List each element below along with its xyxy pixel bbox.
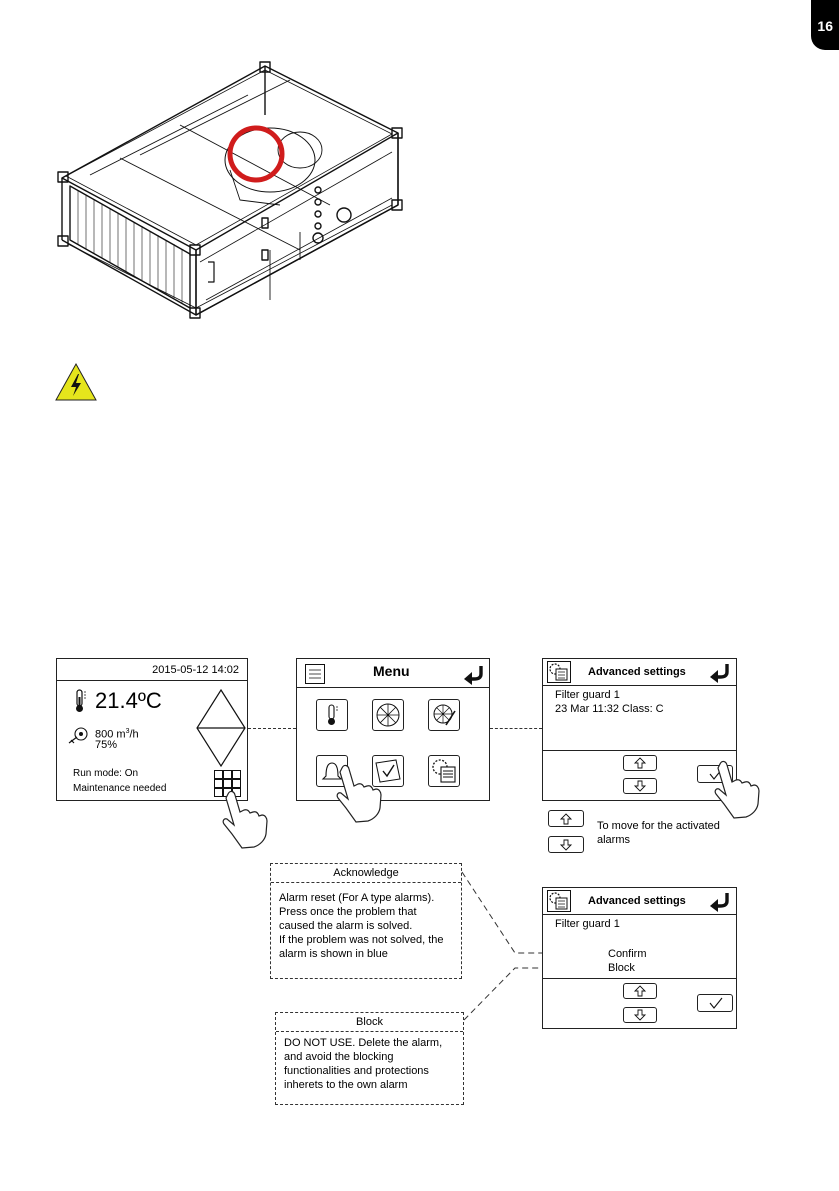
page-number: 16: [817, 18, 833, 34]
arrow-down-icon: [559, 839, 573, 851]
nav-down-button-legend: [548, 836, 584, 853]
acknowledge-line: caused the alarm is solved.: [279, 920, 413, 932]
fan-settings-icon: [433, 704, 456, 726]
block-title: Block: [356, 1016, 383, 1028]
hand-pointer-icon: [222, 790, 268, 849]
page-number-tab: 16: [811, 0, 839, 50]
block-box: Block DO NOT USE. Delete the alarm, and …: [275, 1012, 464, 1105]
menu-tile-checklist[interactable]: [372, 755, 404, 787]
unit-illustration: [57, 61, 403, 319]
scroll-up-button[interactable]: [623, 983, 657, 999]
arrow-up-icon: [633, 757, 647, 769]
alarm-action-title: Advanced settings: [588, 895, 686, 907]
arrow-up-icon: [559, 813, 573, 825]
block-option[interactable]: Block: [608, 962, 635, 974]
thermometer-icon: [328, 704, 338, 725]
back-arrow-icon[interactable]: [463, 665, 485, 685]
hand-pointer-icon: [336, 764, 382, 823]
arrow-up-icon: [633, 985, 647, 997]
status-text: Maintenance needed: [73, 783, 167, 794]
up-down-diamond-icon[interactable]: [196, 688, 246, 768]
acknowledge-line: alarm is shown in blue: [279, 948, 388, 960]
acknowledge-line: Press once the problem that: [279, 906, 417, 918]
block-line: DO NOT USE. Delete the alarm,: [284, 1037, 443, 1049]
acknowledge-title: Acknowledge: [333, 867, 399, 879]
arrow-down-icon: [633, 780, 647, 792]
alarm-name[interactable]: Filter guard 1: [555, 689, 620, 701]
menu-tile-temperature[interactable]: [316, 699, 348, 731]
acknowledge-line: Alarm reset (For A type alarms).: [279, 892, 435, 904]
connector-menu-alarm: [490, 728, 542, 729]
scroll-down-button[interactable]: [623, 1007, 657, 1023]
temperature-value: 21.4ºC: [95, 688, 162, 713]
scroll-down-button[interactable]: [623, 778, 657, 794]
acknowledge-box: Acknowledge Alarm reset (For A type alar…: [270, 863, 462, 979]
block-line: and avoid the blocking: [284, 1051, 394, 1063]
arrow-down-icon: [633, 1009, 647, 1021]
hamburger-icon[interactable]: [305, 664, 325, 684]
fan-wheel-icon: [376, 703, 400, 727]
advanced-settings-icon: [547, 661, 571, 683]
block-line: functionalities and protections: [284, 1065, 429, 1077]
thermometer-icon: [76, 689, 86, 712]
confirm-check-button[interactable]: [697, 994, 733, 1012]
fan-icon: [68, 727, 88, 744]
fan-percent: 75%: [95, 739, 118, 751]
alarm-screen-title: Advanced settings: [588, 666, 686, 678]
alarm-action-name: Filter guard 1: [555, 918, 620, 930]
alarm-screen: Advanced settings Filter guard 1 23 Mar …: [542, 658, 737, 801]
scroll-up-button[interactable]: [623, 755, 657, 771]
menu-screen: Menu: [296, 658, 490, 801]
menu-tile-fan[interactable]: [372, 699, 404, 731]
highlight-circle: [227, 125, 285, 183]
acknowledge-line: If the problem was not solved, the: [279, 934, 444, 946]
menu-grid-icon[interactable]: [214, 770, 242, 798]
run-mode: Run mode: On: [73, 768, 139, 779]
advanced-settings-icon: [547, 890, 571, 912]
checkmark-icon: [709, 997, 723, 1009]
back-arrow-icon[interactable]: [709, 663, 731, 683]
alarm-detail: 23 Mar 11:32 Class: C: [555, 703, 664, 715]
connector-home-menu: [248, 728, 296, 729]
home-screen: 2015-05-12 14:02 21.4ºC 800 m3/h 75% Run…: [56, 658, 248, 801]
alarm-action-screen: Advanced settings Filter guard 1 Confirm…: [542, 887, 737, 1029]
datetime: 2015-05-12 14:02: [152, 664, 239, 676]
navigation-note-line1: To move for the activated: [597, 820, 720, 832]
menu-title: Menu: [373, 663, 410, 679]
airflow-value: 800 m3/h: [95, 728, 139, 741]
advanced-settings-icon: [432, 759, 456, 783]
navigation-note-line2: alarms: [597, 834, 631, 846]
bell-icon: [321, 762, 343, 780]
menu-tile-fan-settings[interactable]: [428, 699, 460, 731]
nav-up-button-legend: [548, 810, 584, 827]
menu-tile-advanced-settings[interactable]: [428, 755, 460, 787]
confirm-option[interactable]: Confirm: [608, 948, 647, 960]
high-voltage-icon: [55, 362, 97, 401]
block-line: inherets to the own alarm: [284, 1079, 408, 1091]
checklist-icon: [375, 759, 401, 783]
back-arrow-icon[interactable]: [709, 892, 731, 912]
hand-pointer-icon: [714, 760, 760, 819]
